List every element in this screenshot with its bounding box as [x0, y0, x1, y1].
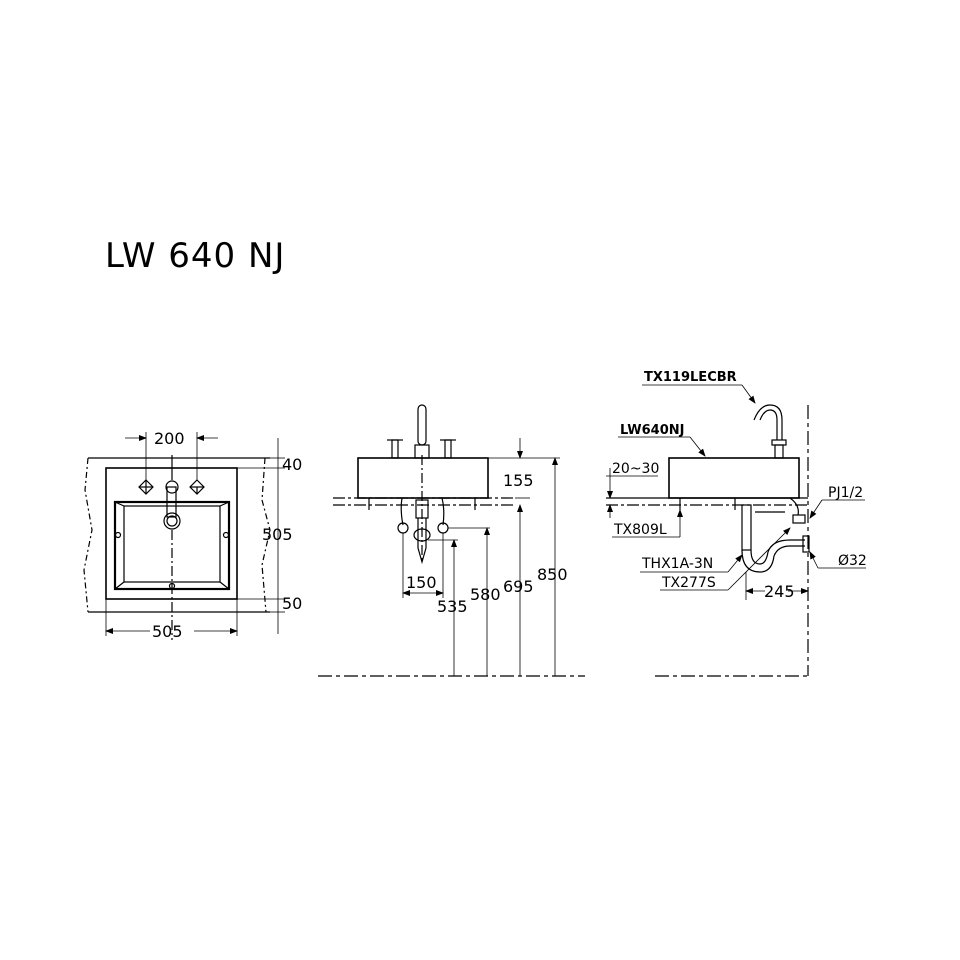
front-handle-right-icon	[440, 439, 456, 459]
dim-supply-height: 580	[470, 585, 501, 604]
dim-faucet-spacing: 200	[154, 429, 185, 448]
label-supply-valve: PJ1/2	[828, 485, 863, 501]
side-view	[606, 404, 810, 677]
label-trap-model: TX277S	[661, 575, 716, 591]
handle-right-icon	[189, 479, 205, 495]
label-basin-model: LW640NJ	[620, 423, 684, 438]
dim-back-margin: 40	[282, 455, 302, 474]
spout-icon	[163, 480, 181, 530]
side-faucet-icon	[753, 404, 787, 459]
dim-drain-height: 535	[437, 597, 468, 616]
model-title: LW 640 NJ	[105, 236, 286, 276]
dim-supply-spacing: 150	[406, 573, 437, 592]
dim-depth: 505	[262, 525, 293, 544]
front-spout-icon	[414, 404, 430, 459]
dim-width: 505	[152, 622, 183, 641]
dim-front-margin: 50	[282, 594, 302, 613]
label-counter-thickness: 20~30	[612, 461, 659, 477]
front-handle-left-icon	[387, 439, 403, 459]
label-drain-diameter: Ø32	[838, 553, 867, 569]
top-view	[83, 432, 285, 640]
leader-lines	[606, 384, 866, 600]
front-view	[318, 404, 585, 677]
label-faucet-model: TX119LECBR	[644, 370, 737, 385]
dim-basin-height: 155	[503, 471, 534, 490]
dim-rim-height: 850	[537, 565, 568, 584]
handle-left-icon	[138, 479, 154, 495]
label-bracket-model: TX809L	[613, 522, 667, 538]
label-drain-model: THX1A-3N	[641, 556, 713, 572]
dim-rim-underside-height: 695	[503, 577, 534, 596]
dim-trap-offset: 245	[764, 582, 795, 601]
